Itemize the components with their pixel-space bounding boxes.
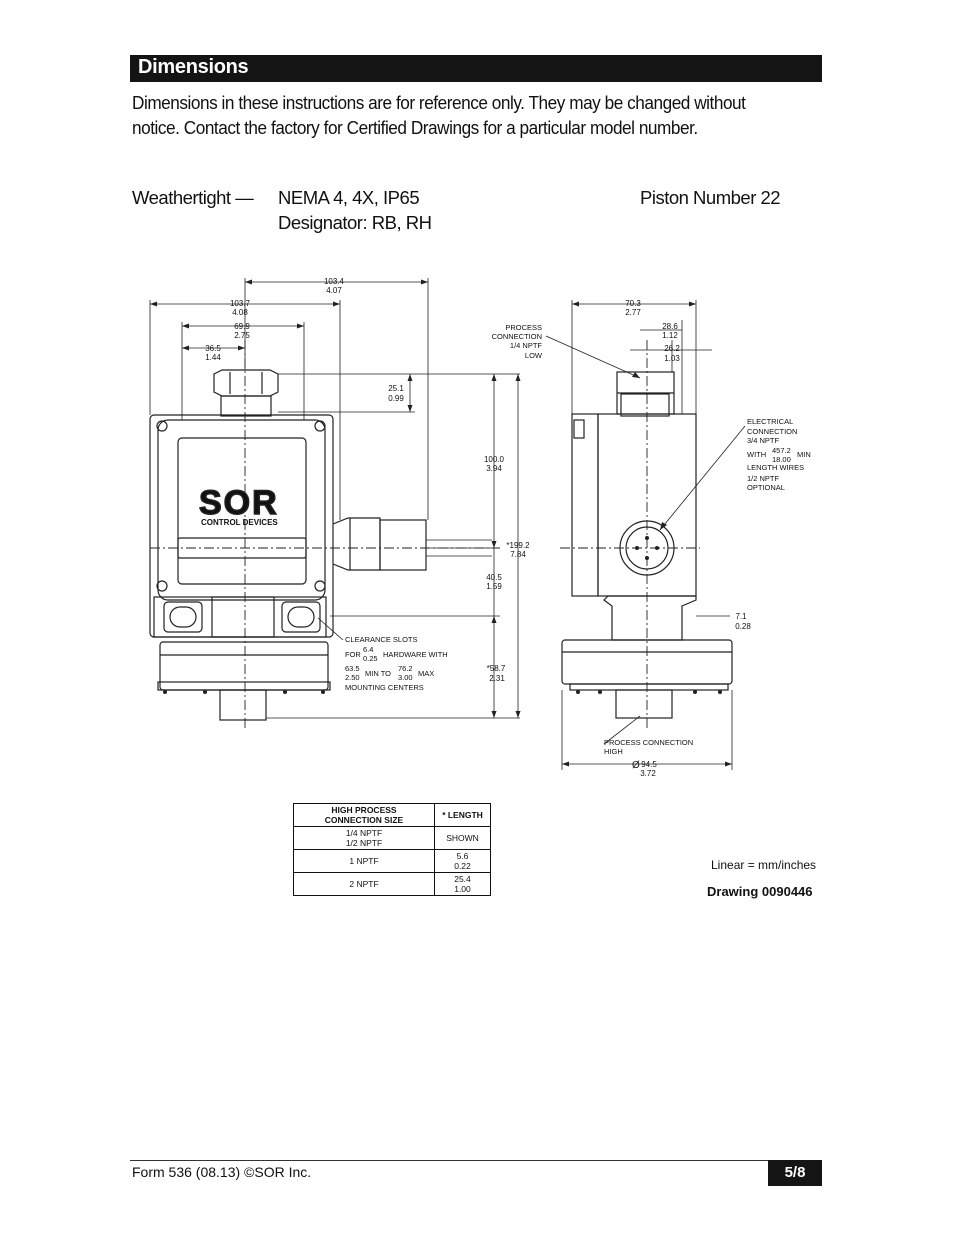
callout-mc-max-mm: 76.2 (398, 664, 413, 673)
callout-optional: OPTIONAL (747, 483, 785, 492)
callout-process-low: 1/4 NPTF (510, 341, 543, 350)
table-cell: 1 NPTF (293, 849, 435, 873)
dim-label: 1.12 (662, 331, 678, 340)
callout-with: WITH (747, 450, 766, 459)
footer-divider (130, 1160, 822, 1161)
dim-label: 70.3 (625, 299, 641, 308)
table-row: 1/4 NPTF 1/2 NPTF SHOWN (293, 826, 491, 850)
table-row: 1 NPTF 5.6 0.22 (293, 849, 491, 873)
callout-min-to: MIN TO (365, 669, 391, 678)
table-cell: SHOWN (434, 826, 491, 850)
dim-label: 3.94 (486, 464, 502, 473)
dim-label: 0.99 (388, 394, 404, 403)
callout-process-low: PROCESS (505, 323, 542, 332)
callout-process-high: PROCESS CONNECTION (604, 738, 693, 747)
table-header-cell: HIGH PROCESS CONNECTION SIZE (293, 803, 435, 827)
callout-electrical: 3/4 NPTF (747, 436, 780, 445)
page-number: 5/8 (768, 1160, 822, 1186)
dim-label: 2.77 (625, 308, 641, 317)
intro-paragraph: Dimensions in these instructions are for… (132, 92, 746, 138)
dim-label: *199.2 (506, 541, 530, 550)
callout-electrical: ELECTRICAL (747, 417, 793, 426)
callout-mc-min-in: 2.50 (345, 673, 360, 682)
table-cell: 5.6 0.22 (434, 849, 491, 873)
dim-label: 26.2 (664, 344, 680, 353)
dim-label: 1.03 (664, 354, 680, 363)
connection-size-table: HIGH PROCESS CONNECTION SIZE * LENGTH 1/… (293, 803, 491, 896)
dim-label: 100.0 (484, 455, 505, 464)
dim-label: 3.72 (640, 769, 656, 778)
linear-units-note: Linear = mm/inches (711, 858, 817, 872)
callout-min: MIN (797, 450, 811, 459)
callout-half-nptf: 1/2 NPTF (747, 474, 780, 483)
brand-subtitle: CONTROL DEVICES (201, 518, 278, 527)
callout-clearance: CLEARANCE SLOTS (345, 635, 418, 644)
callout-process-low: CONNECTION (492, 332, 542, 341)
designator: Designator: RB, RH (278, 212, 432, 233)
dim-label: 25.1 (388, 384, 404, 393)
callout-hardware: HARDWARE WITH (383, 650, 448, 659)
callout-wire-in: 18.00 (772, 455, 791, 464)
dim-label: 28.6 (662, 322, 678, 331)
dim-label: 103.4 (324, 277, 345, 286)
dim-label: 40.5 (486, 573, 502, 582)
brand-logo: SOR (199, 484, 279, 522)
dim-label: 1.44 (205, 353, 221, 362)
callout-mounting: MOUNTING CENTERS (345, 683, 424, 692)
drawing-number: Drawing 0090446 (707, 884, 813, 899)
section-title: Dimensions (138, 56, 249, 78)
dim-label: 2.31 (489, 674, 505, 683)
callout-slot-in: 0.25 (363, 654, 378, 663)
dim-label: 7.1 (735, 612, 747, 621)
rating-label: Weathertight — (132, 187, 254, 208)
callout-max: MAX (418, 669, 434, 678)
table-header-row: HIGH PROCESS CONNECTION SIZE * LENGTH (293, 803, 491, 827)
nema-rating: NEMA 4, 4X, IP65 (278, 187, 420, 208)
dim-label: 1.59 (486, 582, 502, 591)
dim-label: 94.5 (641, 760, 657, 769)
callout-for: FOR (345, 650, 361, 659)
dim-label: 0.28 (735, 622, 751, 631)
diameter-symbol: Ø (632, 760, 640, 771)
dim-label: 69.9 (234, 322, 250, 331)
callout-length-wires: LENGTH WIRES (747, 463, 804, 472)
dim-label: *58.7 (487, 664, 506, 673)
dim-label: 36.5 (205, 344, 221, 353)
dim-label: 103.7 (230, 299, 251, 308)
table-row: 2 NPTF 25.4 1.00 (293, 872, 491, 896)
callout-mc-min-mm: 63.5 (345, 664, 360, 673)
dim-label: 4.08 (232, 308, 248, 317)
callout-electrical: CONNECTION (747, 427, 797, 436)
callout-mc-max-in: 3.00 (398, 673, 413, 682)
piston-number: Piston Number 22 (640, 187, 781, 208)
callout-slot-mm: 6.4 (363, 645, 373, 654)
callout-wire-mm: 457.2 (772, 446, 791, 455)
callout-process-high: HIGH (604, 747, 623, 756)
dim-label: 2.75 (234, 331, 250, 340)
section-header: Dimensions (130, 55, 822, 82)
dim-label: 7.84 (510, 550, 526, 559)
table-cell: 1/4 NPTF 1/2 NPTF (293, 826, 435, 850)
table-cell: 25.4 1.00 (434, 872, 491, 896)
table-cell: 2 NPTF (293, 872, 435, 896)
dim-label: 4.07 (326, 286, 342, 295)
table-header-cell: * LENGTH (434, 803, 491, 827)
callout-process-low: LOW (525, 351, 543, 360)
footer-form: Form 536 (08.13) ©SOR Inc. (132, 1164, 312, 1180)
